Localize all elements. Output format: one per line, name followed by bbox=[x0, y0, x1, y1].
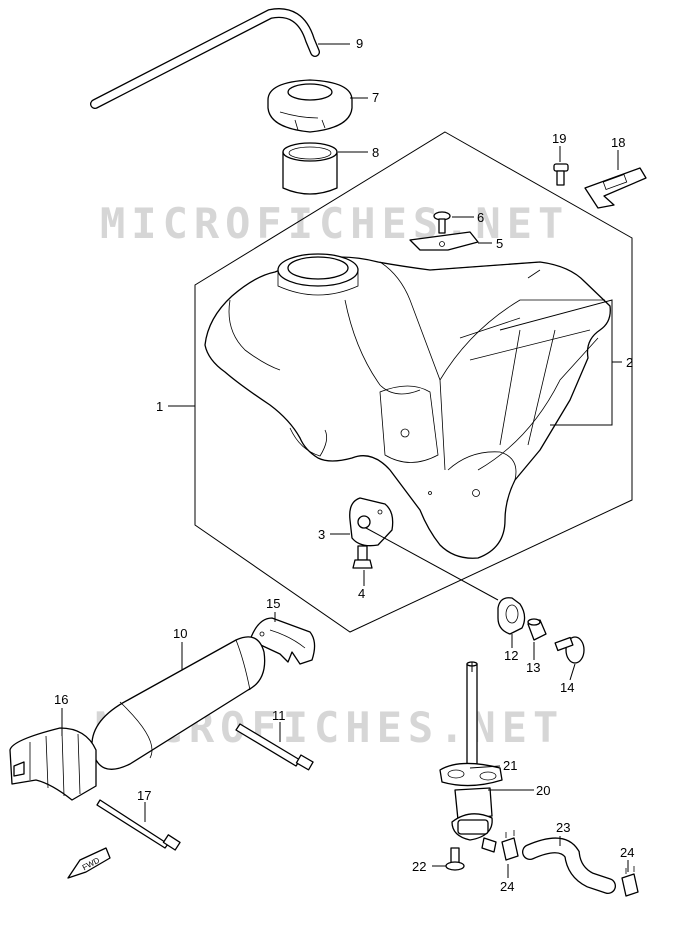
tie-strap-11 bbox=[235, 723, 314, 771]
callout-9: 9 bbox=[356, 36, 363, 51]
fuel-cap bbox=[267, 79, 353, 133]
fuel-valve bbox=[439, 661, 503, 853]
callout-14: 14 bbox=[560, 680, 574, 695]
callout-1: 1 bbox=[156, 399, 163, 414]
callout-2: 2 bbox=[626, 355, 633, 370]
callout-24-right: 24 bbox=[620, 845, 634, 860]
fuel-tank bbox=[204, 253, 611, 559]
callout-6: 6 bbox=[477, 210, 484, 225]
screw-19 bbox=[553, 163, 569, 186]
assembly-outline bbox=[194, 131, 633, 633]
damper bbox=[497, 597, 526, 635]
hose-clip-b bbox=[621, 866, 639, 897]
callout-4: 4 bbox=[358, 586, 365, 601]
callout-24-left: 24 bbox=[500, 879, 514, 894]
callout-18: 18 bbox=[611, 135, 625, 150]
callout-22: 22 bbox=[412, 859, 426, 874]
bolt-14 bbox=[554, 636, 585, 664]
hose-clip-a bbox=[501, 830, 519, 861]
callout-13: 13 bbox=[526, 660, 540, 675]
leader-lines bbox=[61, 43, 629, 878]
filler-ring bbox=[282, 142, 338, 195]
collar bbox=[527, 618, 547, 641]
tank-bracket bbox=[409, 231, 479, 251]
fuel-hose bbox=[522, 837, 616, 894]
callout-20: 20 bbox=[536, 783, 550, 798]
callout-23: 23 bbox=[556, 820, 570, 835]
callout-10: 10 bbox=[173, 626, 187, 641]
bolt-4 bbox=[352, 545, 373, 569]
callout-15: 15 bbox=[266, 596, 280, 611]
callout-19: 19 bbox=[552, 131, 566, 146]
strap-clip bbox=[584, 167, 647, 209]
callout-8: 8 bbox=[372, 145, 379, 160]
callout-11: 11 bbox=[272, 708, 286, 723]
callout-7: 7 bbox=[372, 90, 379, 105]
protector-block bbox=[9, 727, 97, 801]
fwd-arrow: FWD bbox=[67, 847, 111, 879]
breather-hose bbox=[90, 8, 320, 109]
callout-12: 12 bbox=[504, 648, 518, 663]
callout-16: 16 bbox=[54, 692, 68, 707]
watermark-top: MICROFICHES.NET bbox=[100, 199, 569, 248]
protector-tube bbox=[91, 636, 266, 770]
screw-6 bbox=[433, 211, 451, 234]
callout-17: 17 bbox=[137, 788, 151, 803]
heat-guard-plate bbox=[249, 617, 316, 665]
screw-22 bbox=[445, 847, 465, 871]
callout-3: 3 bbox=[318, 527, 325, 542]
tie-strap-17 bbox=[96, 799, 181, 851]
mounting-bracket bbox=[349, 497, 394, 547]
callout-21: 21 bbox=[503, 758, 517, 773]
callout-5: 5 bbox=[496, 236, 503, 251]
